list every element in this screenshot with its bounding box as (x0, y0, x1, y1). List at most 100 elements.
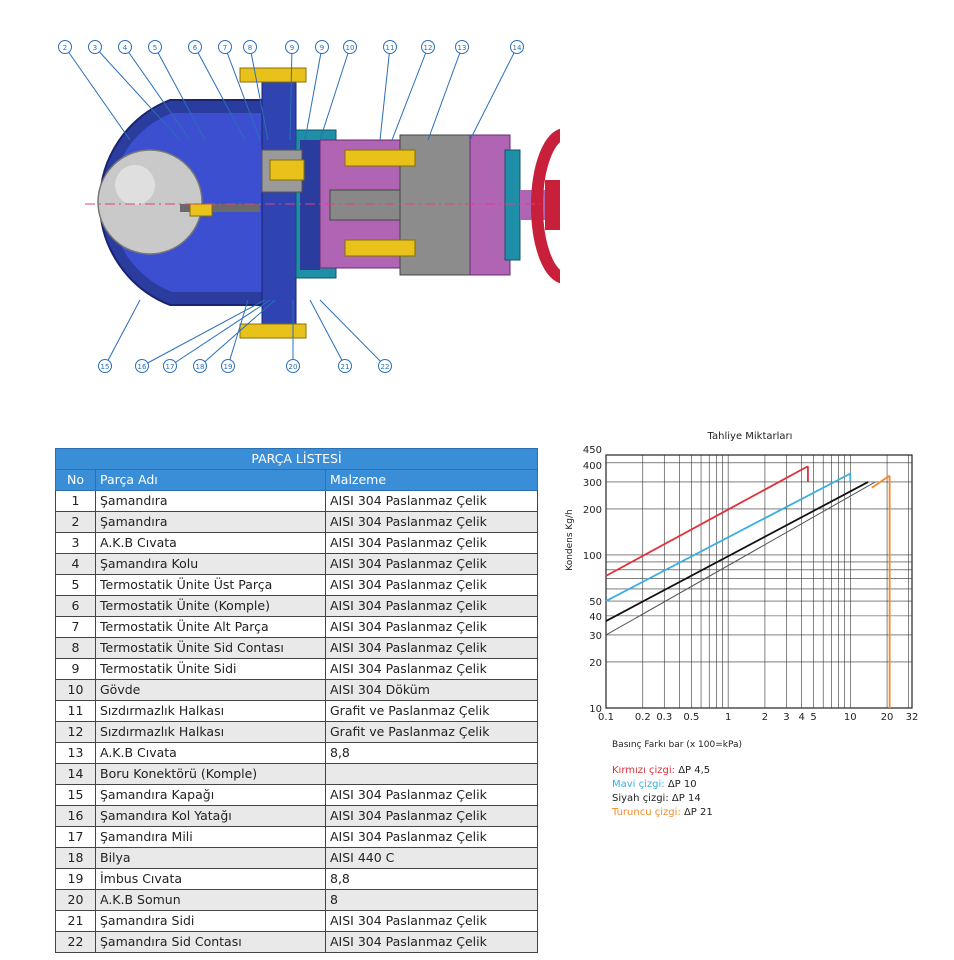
float-arm (180, 204, 260, 212)
callout-number: 7 (223, 44, 227, 52)
y-tick-label: 50 (589, 597, 602, 608)
series-line (605, 481, 869, 622)
cell-no: 4 (55, 553, 96, 575)
cell-material: 8,8 (324, 742, 539, 764)
cell-no: 16 (55, 805, 96, 827)
callout-circle (338, 359, 352, 373)
callout-number: 17 (166, 363, 175, 371)
callout-leader (227, 299, 249, 367)
cell-no: 14 (55, 763, 96, 785)
y-tick-label: 400 (583, 461, 602, 472)
y-tick-label: 10 (589, 704, 602, 715)
callout-circle (193, 359, 207, 373)
callout-leader (319, 46, 351, 141)
cell-part-name: İmbus Cıvata (95, 868, 326, 890)
cell-material: AISI 304 Paslanmaz Çelik (324, 784, 539, 806)
callout-circle (221, 359, 235, 373)
cell-part-name: Şamandıra Mili (95, 826, 326, 848)
x-tick-label: 0.5 (683, 712, 699, 723)
cell-part-name: Şamandıra Kapağı (95, 784, 326, 806)
cell-part-name: Termostatik Ünite Sidi (95, 658, 326, 680)
callout-circle (148, 40, 162, 54)
callout-circle (188, 40, 202, 54)
callout-leader (249, 46, 269, 141)
callout-number: 16 (138, 363, 147, 371)
callout-circle (98, 359, 112, 373)
cell-no: 21 (55, 910, 96, 932)
cell-material: 8,8 (324, 868, 539, 890)
cell-material: AISI 304 Paslanmaz Çelik (324, 931, 539, 953)
callout-circle (88, 40, 102, 54)
cell-material: AISI 304 Paslanmaz Çelik (324, 553, 539, 575)
callout-number: 10 (346, 44, 355, 52)
callout-leader (309, 299, 346, 367)
float-screw (189, 203, 213, 217)
cell-no: 13 (55, 742, 96, 764)
cell-material: AISI 304 Paslanmaz Çelik (324, 511, 539, 533)
cell-no: 17 (55, 826, 96, 848)
x-tick-label: 0.2 (635, 712, 651, 723)
cell-part-name: Termostatik Ünite Sid Contası (95, 637, 326, 659)
legend-item: Turuncu çizgi: ΔP 21 (612, 806, 713, 820)
cell-no: 2 (55, 511, 96, 533)
cell-material: AISI 440 C (324, 847, 539, 869)
legend-item: Kırmızı çizgi: ΔP 4,5 (612, 764, 713, 778)
column-header-no: No (55, 469, 96, 491)
callout-leader (194, 46, 246, 141)
cell-material: Grafit ve Paslanmaz Çelik (324, 721, 539, 743)
x-tick-label: 5 (810, 712, 816, 723)
x-tick-label: 20 (881, 712, 894, 723)
cell-material: AISI 304 Paslanmaz Çelik (324, 910, 539, 932)
bolt-gland-bottom (344, 239, 416, 257)
y-tick-label: 300 (583, 478, 602, 489)
x-tick-label: 3 (783, 712, 789, 723)
y-tick-label: 40 (589, 612, 602, 623)
cell-part-name: Boru Konektörü (Komple) (95, 763, 326, 785)
callout-leader (94, 46, 181, 141)
x-tick-label: 0.1 (598, 712, 614, 723)
chart-series (605, 465, 891, 708)
legend-label: Turuncu çizgi: (612, 807, 681, 818)
cell-part-name: A.K.B Cıvata (95, 742, 326, 764)
callout-circle (421, 40, 435, 54)
callout-leader (469, 46, 518, 141)
callout-number: 12 (424, 44, 433, 52)
bolt-gland-top (344, 149, 416, 167)
callout-circle (58, 40, 72, 54)
legend-label: Kırmızı çizgi: (612, 765, 676, 776)
callout-circle (243, 40, 257, 54)
cell-part-name: Bilya (95, 847, 326, 869)
table-title: PARÇA LİSTESİ (54, 448, 539, 470)
callout-number: 20 (289, 363, 298, 371)
callout-leader (427, 46, 463, 141)
cell-no: 10 (55, 679, 96, 701)
bolt-bottom (239, 323, 307, 339)
column-header-material: Malzeme (324, 469, 539, 491)
cell-material: AISI 304 Paslanmaz Çelik (324, 826, 539, 848)
cell-no: 15 (55, 784, 96, 806)
callout-leader (104, 299, 141, 367)
callout-number: 6 (193, 44, 198, 52)
cell-material: Grafit ve Paslanmaz Çelik (324, 700, 539, 722)
cell-part-name: A.K.B Somun (95, 889, 326, 911)
callout-circle (378, 359, 392, 373)
callout-circle (218, 40, 232, 54)
y-tick-label: 200 (583, 505, 602, 516)
x-tick-label: 32 (906, 712, 919, 723)
cell-material: AISI 304 Paslanmaz Çelik (324, 595, 539, 617)
